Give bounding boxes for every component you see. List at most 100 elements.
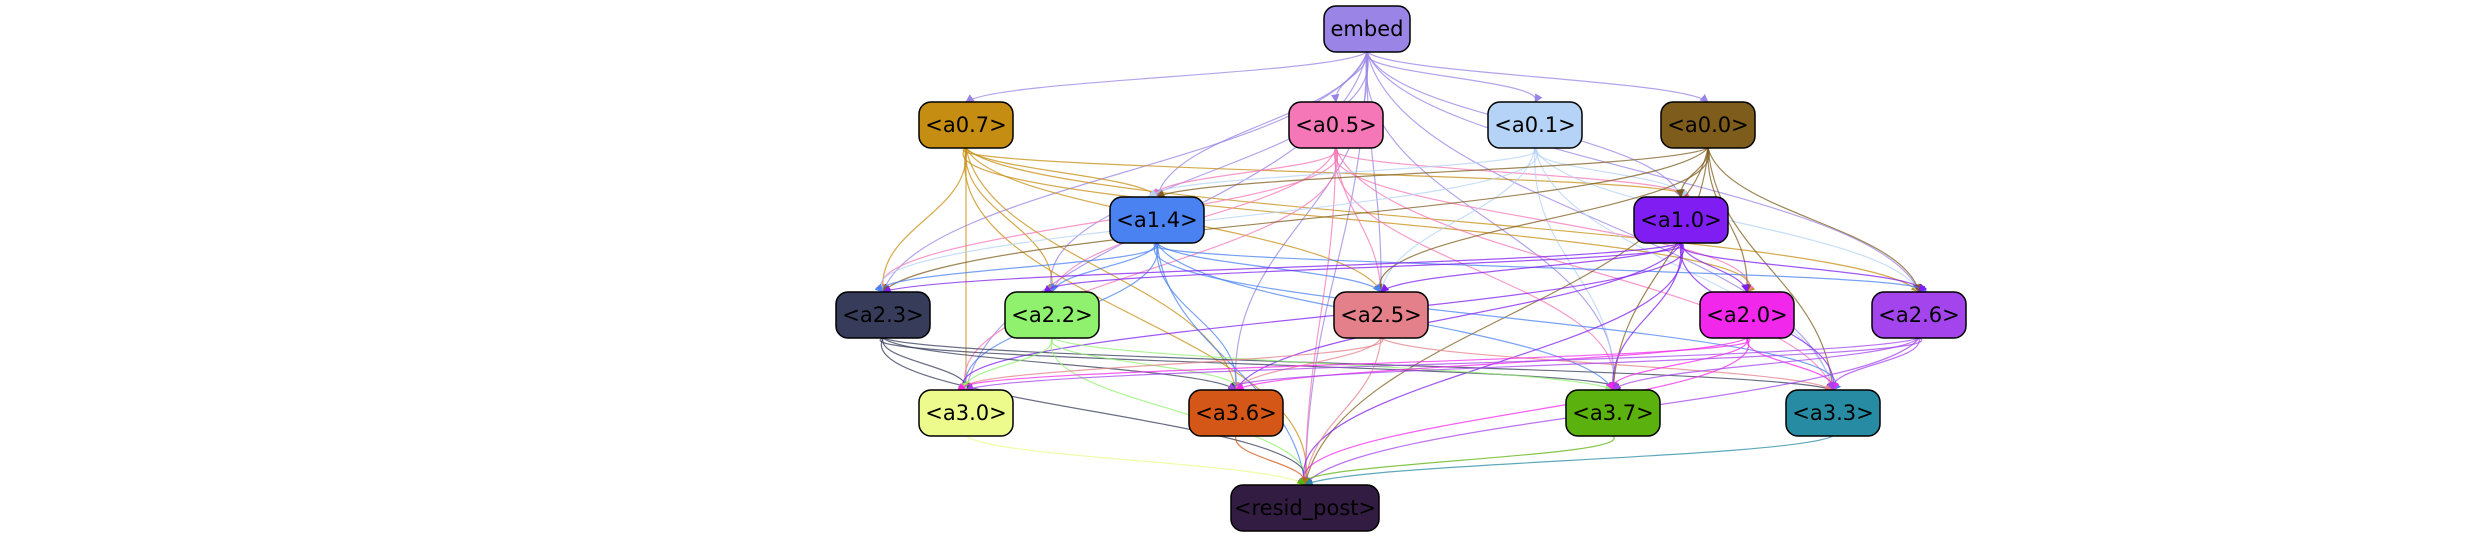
- node-a0-0[interactable]: <a0.0>: [1660, 101, 1756, 149]
- node-a3-6[interactable]: <a3.6>: [1188, 389, 1284, 437]
- node-embed[interactable]: embed: [1323, 5, 1411, 53]
- node-a3-7[interactable]: <a3.7>: [1565, 389, 1661, 437]
- node-box: [1333, 291, 1429, 339]
- edge-a0_5-to-a3_7: [1334, 147, 1619, 391]
- node-label: <a3.3>: [1792, 401, 1873, 425]
- node-a2-0[interactable]: <a2.0>: [1699, 291, 1795, 339]
- node-box: [1188, 389, 1284, 437]
- node-box: [918, 101, 1014, 149]
- edge-a0_7-to-a2_3: [878, 147, 967, 293]
- edge-a2_6-to-a3_7: [1612, 337, 1920, 391]
- node-box: [1660, 101, 1756, 149]
- edge-a0_0-to-a1_4: [1156, 147, 1709, 198]
- edge-a0_0-to-a3_3: [1707, 147, 1837, 391]
- edge-a2_2-to-a3_6: [1051, 337, 1244, 391]
- edge-a0_1-to-a2_5: [1378, 147, 1536, 293]
- edge-embed-to-a3_7: [1365, 51, 1619, 391]
- edge-a0_5-to-a1_4: [1149, 147, 1337, 198]
- edge-a0_1-to-a2_3: [875, 147, 1539, 293]
- edge-a1_4-to-a2_6: [1153, 242, 1928, 294]
- node-box: [1633, 196, 1729, 244]
- node-a1-0[interactable]: <a1.0>: [1633, 196, 1729, 244]
- edges-layer: [874, 51, 1928, 486]
- node-box: [835, 291, 931, 339]
- node-box: [1487, 101, 1583, 149]
- node-label: <a2.2>: [1011, 303, 1092, 327]
- node-label: <a1.0>: [1640, 208, 1721, 232]
- node-box: [1323, 5, 1411, 53]
- edge-a1_4-to-a3_3: [1153, 242, 1842, 391]
- edge-a1_0-to-a2_3: [882, 242, 1682, 294]
- node-box: [1699, 291, 1795, 339]
- node-a3-0[interactable]: <a3.0>: [918, 389, 1014, 437]
- edge-a0_7-to-a2_6: [965, 147, 1920, 293]
- node-a1-4[interactable]: <a1.4>: [1109, 196, 1205, 244]
- edge-embed-to-a2_6: [1366, 51, 1920, 293]
- node-box: [1785, 389, 1881, 437]
- edge-a2_6-to-a3_0: [965, 337, 1920, 392]
- edge-a1_0-to-a3_0: [957, 242, 1685, 391]
- node-label: <a2.6>: [1878, 303, 1959, 327]
- edge-a3_3-to-resid_post: [1304, 435, 1834, 486]
- edge-a2_3-to-resid_post: [880, 337, 1313, 486]
- node-label: <a3.6>: [1195, 401, 1276, 425]
- node-label: <resid_post>: [1234, 496, 1376, 521]
- edge-a0_0-to-a2_3: [882, 147, 1709, 293]
- edge-a0_0-to-a2_5: [1374, 147, 1710, 293]
- edge-a2_0-to-resid_post: [1297, 337, 1750, 486]
- node-box: [1230, 484, 1380, 532]
- node-label: <a0.1>: [1494, 113, 1575, 137]
- edge-embed-to-a0_0: [1366, 51, 1709, 103]
- node-box: [918, 389, 1014, 437]
- node-resid-post[interactable]: <resid_post>: [1230, 484, 1380, 532]
- edge-a2_5-to-a3_0: [957, 337, 1384, 391]
- node-a2-3[interactable]: <a2.3>: [835, 291, 931, 339]
- edge-a1_0-to-a3_6: [1235, 242, 1682, 391]
- edge-a2_2-to-a3_0: [959, 337, 1053, 391]
- node-label: <a2.3>: [842, 303, 923, 327]
- node-label: <a1.4>: [1116, 208, 1197, 232]
- node-a0-1[interactable]: <a0.1>: [1487, 101, 1583, 149]
- node-label: <a0.7>: [925, 113, 1006, 137]
- edge-embed-to-a2_3: [881, 51, 1368, 293]
- edge-a1_0-to-a2_6: [1679, 242, 1928, 293]
- edge-a3_0-to-resid_post: [965, 435, 1306, 486]
- edge-a2_0-to-a3_3: [1746, 337, 1840, 391]
- node-label: <a0.5>: [1295, 113, 1376, 137]
- node-box: [1004, 291, 1100, 339]
- node-box: [1109, 196, 1205, 244]
- edge-a0_7-to-a1_0: [962, 147, 1690, 199]
- node-a2-2[interactable]: <a2.2>: [1004, 291, 1100, 339]
- node-label: <a3.7>: [1572, 401, 1653, 425]
- edge-embed-to-a0_7: [965, 51, 1368, 103]
- edge-a3_7-to-resid_post: [1296, 435, 1615, 486]
- nodes-layer: embed <a0.7> <a0.5> <a0.1> <a0.0> <a1.4> <a1.0…: [835, 5, 1967, 532]
- edge-a0_1-to-a1_4: [1148, 147, 1537, 198]
- node-box: [1871, 291, 1967, 339]
- node-box: [1565, 389, 1661, 437]
- edge-a1_0-to-a3_7: [1608, 242, 1682, 391]
- edge-a2_3-to-a3_7: [879, 337, 1622, 392]
- node-label: embed: [1331, 17, 1404, 41]
- node-a0-7[interactable]: <a0.7>: [918, 101, 1014, 149]
- edge-a0_5-to-a2_5: [1335, 147, 1385, 293]
- edge-embed-to-a3_3: [1366, 51, 1836, 391]
- edge-embed-to-a2_5: [1366, 51, 1386, 293]
- edge-a2_0-to-a3_6: [1235, 337, 1748, 391]
- node-a0-5[interactable]: <a0.5>: [1288, 101, 1384, 149]
- edge-embed-to-a2_2: [1046, 51, 1369, 293]
- node-a3-3[interactable]: <a3.3>: [1785, 389, 1881, 437]
- node-label: <a2.5>: [1340, 303, 1421, 327]
- node-a2-6[interactable]: <a2.6>: [1871, 291, 1967, 339]
- node-a2-5[interactable]: <a2.5>: [1333, 291, 1429, 339]
- node-label: <a0.0>: [1667, 113, 1748, 137]
- edge-a1_0-to-a2_5: [1380, 242, 1682, 293]
- node-label: <a2.0>: [1706, 303, 1787, 327]
- edge-a0_0-to-a3_7: [1609, 147, 1709, 391]
- edge-a2_2-to-a3_7: [1051, 337, 1614, 391]
- edge-a1_4-to-resid_post: [1156, 242, 1309, 486]
- edge-a0_7-to-resid_post: [964, 147, 1311, 486]
- edge-a2_2-to-resid_post: [1050, 337, 1312, 486]
- edge-a2_0-to-a3_0: [957, 337, 1751, 392]
